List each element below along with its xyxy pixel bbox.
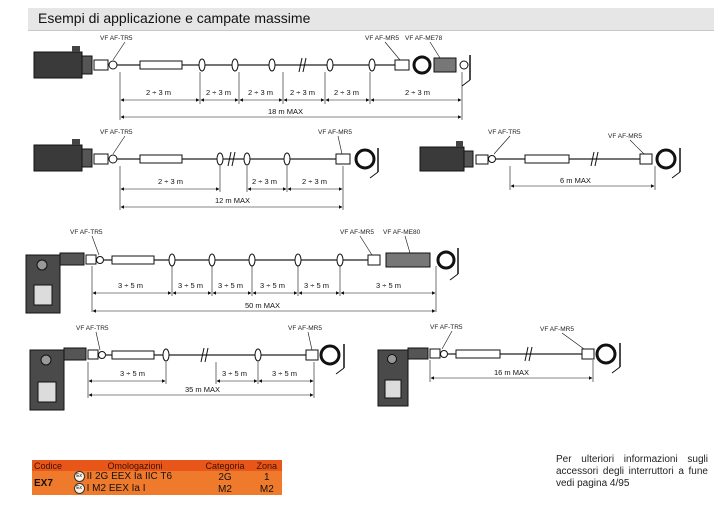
- label-me80: VF AF-ME80: [383, 229, 421, 236]
- span-label: 3 ÷ 5 m: [118, 281, 143, 290]
- label-tr5: VF AF-TR5: [430, 324, 463, 331]
- label-mr5: VF AF-MR5: [318, 129, 352, 136]
- max-span-label: 16 m MAX: [494, 368, 529, 377]
- max-span-label: 35 m MAX: [185, 385, 220, 394]
- label-mr5: VF AF-MR5: [340, 229, 374, 236]
- diagram-35m: VF AF-TR5 VF AF-MR5 3 ÷ 5 m 3 ÷ 5 m 3 ÷ …: [29, 325, 345, 411]
- atex-icon: Ex: [73, 483, 85, 495]
- span-label: 3 ÷ 5 m: [304, 281, 329, 290]
- zone-cell: M2: [251, 483, 282, 495]
- span-label: 2 ÷ 3 m: [405, 88, 430, 97]
- span-label: 2 ÷ 3 m: [302, 177, 327, 186]
- section-title: Esempi di applicazione e campate massime: [38, 10, 311, 26]
- anchor-ring: [412, 55, 432, 75]
- label-mr5: VF AF-MR5: [540, 326, 574, 333]
- span-label: 3 ÷ 5 m: [376, 281, 401, 290]
- diagram-12m: VF AF-TR5 VF AF-MR5 2 ÷ 3 m 2 ÷ 3 m 2 ÷ …: [33, 129, 379, 210]
- diagram-18m: VF AF-TR5 VF AF-MR5 VF AF-ME78 2 ÷ 3 m 2…: [33, 35, 471, 120]
- span-label: 2 ÷ 3 m: [206, 88, 231, 97]
- col-header-category: Categoria: [198, 460, 252, 471]
- span-label: 3 ÷ 5 m: [260, 281, 285, 290]
- tensioner-eye: [108, 60, 118, 70]
- diagram-50m: VF AF-TR5 VF AF-MR5 VF AF-ME80 3 ÷ 5 m 3…: [25, 229, 459, 314]
- category-cell: 2G: [198, 471, 252, 483]
- label-tr5: VF AF-TR5: [70, 229, 103, 236]
- label-tr5: VF AF-TR5: [488, 129, 521, 136]
- approval-table: Codice Omologazioni Categoria Zona EX7 E…: [32, 460, 282, 495]
- span-label: 3 ÷ 5 m: [272, 369, 297, 378]
- max-span-label: 18 m MAX: [268, 107, 303, 116]
- span-label: 2 ÷ 3 m: [158, 177, 183, 186]
- spring: [433, 57, 457, 73]
- span-label: 2 ÷ 3 m: [146, 88, 171, 97]
- label-tr5: VF AF-TR5: [100, 129, 133, 136]
- span-label: 3 ÷ 5 m: [120, 369, 145, 378]
- rope-switch-body: [33, 51, 83, 79]
- approval-text: I M2 EEX Ia I: [86, 483, 146, 495]
- span-label: 3 ÷ 5 m: [178, 281, 203, 290]
- approval-text: II 2G EEX Ia IIC T6: [86, 471, 173, 483]
- zone-cell: 1: [251, 471, 282, 483]
- span-label: 3 ÷ 5 m: [218, 281, 243, 290]
- category-cell: M2: [198, 483, 252, 495]
- max-span-label: 50 m MAX: [245, 301, 280, 310]
- span-label: 3 ÷ 5 m: [222, 369, 247, 378]
- application-diagrams: VF AF-TR5 VF AF-MR5 VF AF-ME78 2 ÷ 3 m 2…: [25, 35, 681, 411]
- label-mr5: VF AF-MR5: [608, 133, 642, 140]
- max-span-label: 12 m MAX: [215, 196, 250, 205]
- label-mr5: VF AF-MR5: [288, 325, 322, 332]
- span-label: 2 ÷ 3 m: [334, 88, 359, 97]
- eyebolt-supports: [198, 58, 376, 72]
- span-label: 2 ÷ 3 m: [290, 88, 315, 97]
- col-header-approvals: Omologazioni: [71, 460, 199, 471]
- section-header: Esempi di applicazione e campate massime: [28, 8, 714, 31]
- label-mr5: VF AF-MR5: [365, 35, 399, 42]
- max-span-label: 6 m MAX: [560, 176, 591, 185]
- diagram-16m: VF AF-TR5 VF AF-MR5 16 m MAX: [377, 324, 621, 407]
- label-me78: VF AF-ME78: [405, 35, 443, 42]
- diagram-6m: VF AF-TR5 VF AF-MR5 6 m MAX: [419, 129, 681, 190]
- label-tr5: VF AF-TR5: [100, 35, 133, 42]
- info-note: Per ulteriori informazioni sugli accesso…: [556, 454, 708, 489]
- turnbuckle: [139, 60, 183, 70]
- span-label: 2 ÷ 3 m: [248, 88, 273, 97]
- col-header-code: Codice: [32, 460, 72, 471]
- span-label: 2 ÷ 3 m: [252, 177, 277, 186]
- table-header-row: Codice Omologazioni Categoria Zona: [32, 460, 282, 471]
- col-header-zone: Zona: [251, 460, 282, 471]
- product-code: EX7: [32, 471, 72, 495]
- label-tr5: VF AF-TR5: [76, 325, 109, 332]
- atex-icon: Ex: [73, 471, 85, 483]
- spring: [385, 252, 431, 268]
